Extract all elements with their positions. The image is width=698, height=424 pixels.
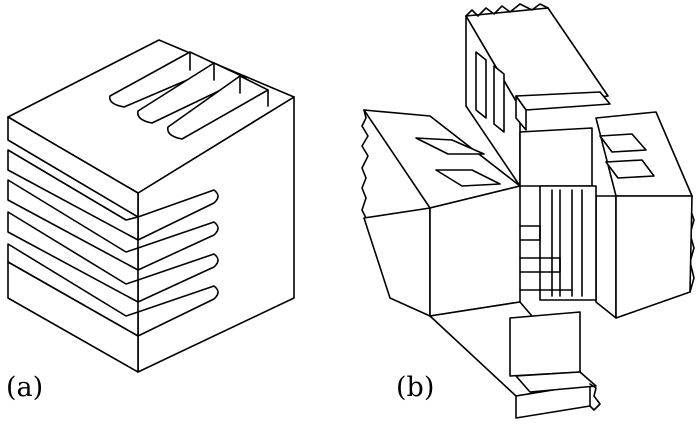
caption-a: (a) [6, 372, 43, 403]
left-beam-slot [435, 169, 501, 187]
top-slot-3 [166, 75, 269, 140]
left-beam-side [363, 207, 431, 317]
top-block-side [515, 95, 527, 131]
plate-front-4 [7, 211, 139, 303]
bottom-post [509, 311, 581, 377]
inner-step [519, 225, 541, 241]
plate-front-3 [7, 179, 139, 271]
plate-front-5 [7, 243, 139, 337]
right-beam-top [595, 111, 693, 197]
caption-b: (b) [396, 372, 434, 403]
right-beam-slot [605, 159, 655, 179]
break-edge-top [465, 3, 549, 17]
break-edge-left [361, 109, 369, 219]
left-beam-end [429, 185, 521, 317]
inner-step [519, 257, 561, 273]
side-slot-3 [137, 253, 219, 303]
break-edge-bottom [589, 383, 601, 411]
assembly-b: (b) [361, 3, 695, 419]
side-slot-4 [137, 285, 219, 337]
plate-front-6 [7, 261, 139, 373]
right-beam-slot [599, 133, 647, 153]
top-block-face [515, 91, 611, 111]
side-slot-2 [137, 221, 219, 271]
bottom-step [515, 371, 597, 393]
beam-window [493, 65, 505, 133]
center-cube-front [519, 127, 593, 187]
right-beam-inner [595, 195, 617, 319]
side-slot-1 [137, 189, 219, 241]
plate-front-2 [7, 149, 139, 241]
top-slot-1 [108, 51, 221, 108]
top-slot-2 [136, 62, 247, 124]
left-beam-slot [415, 137, 485, 155]
slotted-cube-a: (a) [6, 39, 295, 403]
column-face [539, 185, 597, 301]
beam-window [475, 51, 487, 119]
right-beam-side [615, 195, 693, 319]
